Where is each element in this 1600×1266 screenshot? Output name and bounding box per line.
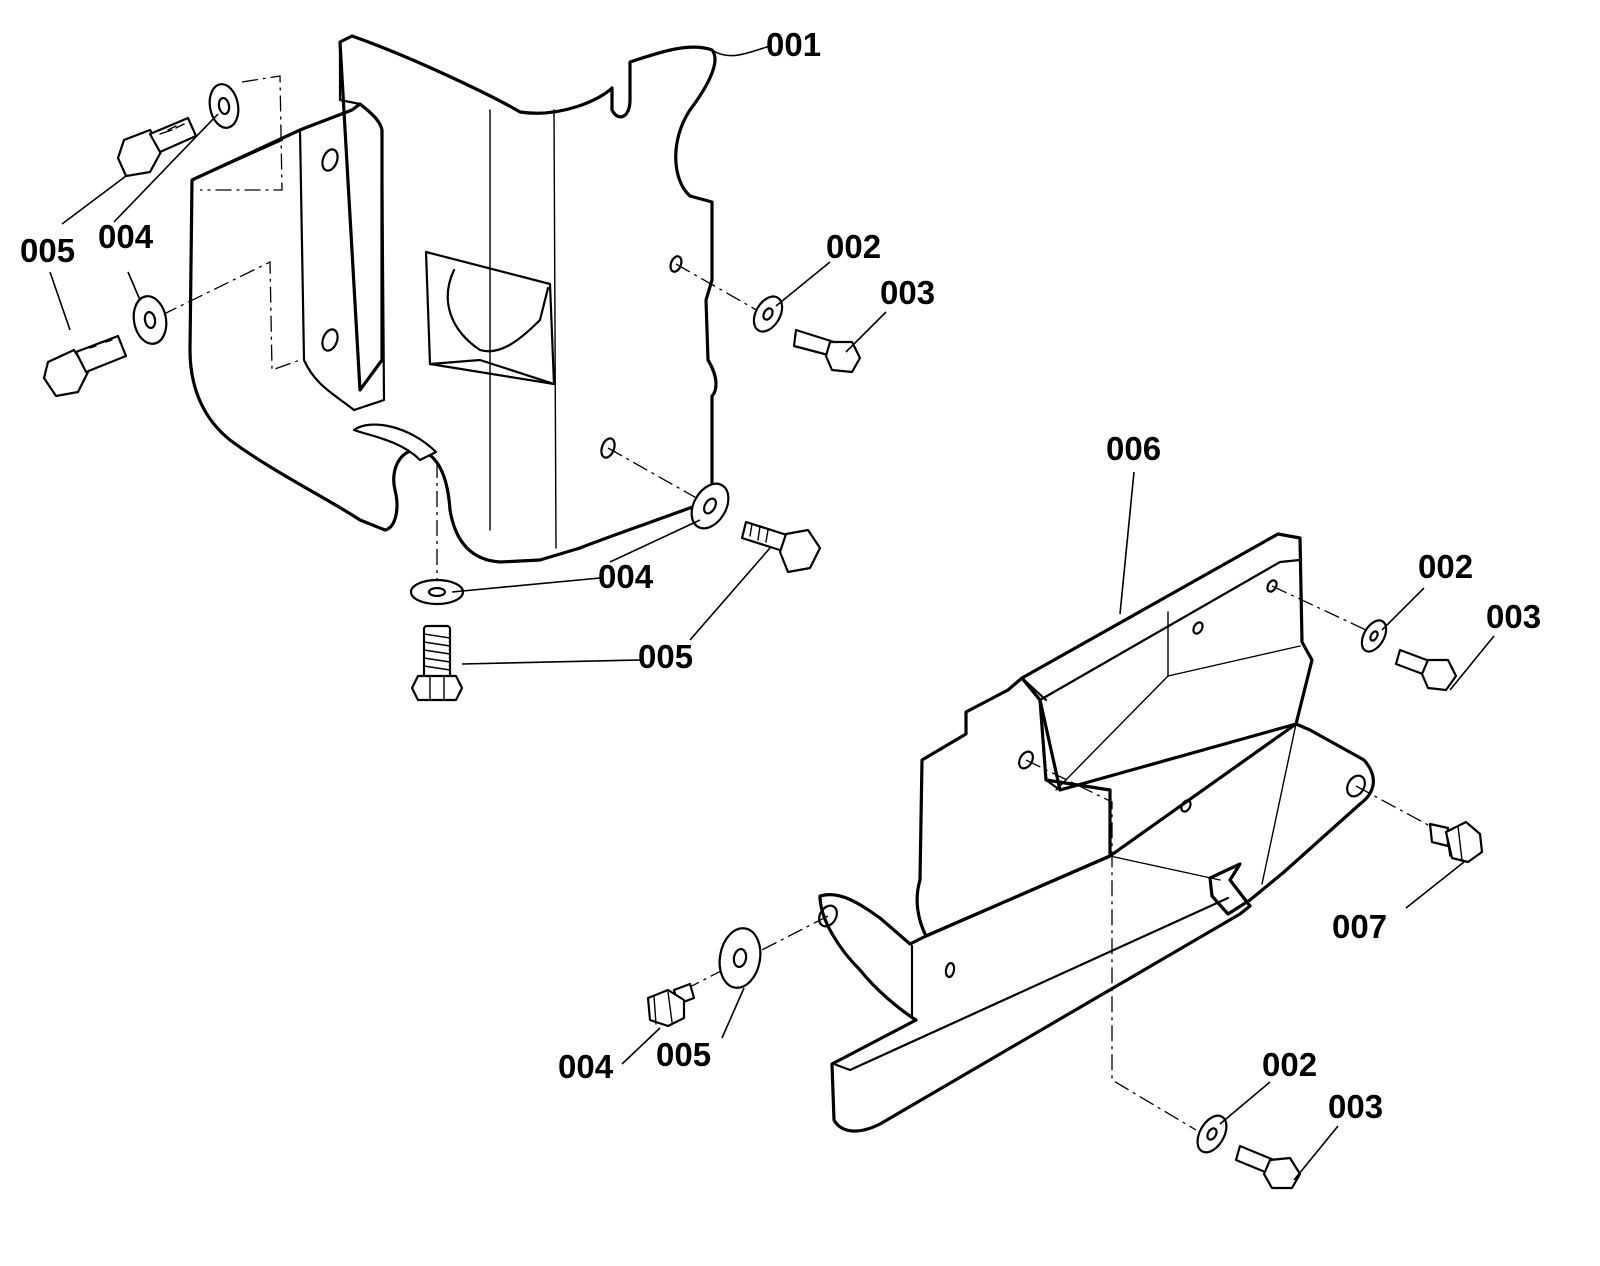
label-005-upper-left: 005 [20,232,75,269]
fastener-bolt-upper-left-icon [116,116,198,178]
label-006: 006 [1106,430,1161,467]
shield-part-001 [188,34,718,564]
fastener-flange-bolt-left-icon [646,982,696,1028]
bracket-part-006 [818,532,1375,1133]
centerlines-part-006 [683,585,1431,1131]
washer-right-top-icon [1360,619,1388,653]
fastener-bolt-bottom-icon [410,624,464,702]
label-002-bottom: 002 [1262,1046,1317,1083]
label-004-bottom: 004 [558,1048,614,1085]
label-003-top: 003 [880,274,935,311]
fastener-bolt-bottom-right-icon [1234,1144,1302,1190]
label-002-top: 002 [826,228,881,265]
label-007: 007 [1332,908,1387,945]
washer-right-lower-icon [690,482,730,530]
leader-lines [49,45,1495,1181]
fastener-bolt-right-upper-icon [792,328,862,374]
label-005-bottom: 005 [656,1036,711,1073]
washer-bottom-right-icon [1196,1114,1228,1154]
label-004-upper-left: 004 [98,218,154,255]
label-002-right: 002 [1418,548,1473,585]
fastener-flange-bolt-right-icon [1428,820,1484,864]
label-001: 001 [766,26,821,63]
fastener-bolt-right-lower-icon [740,520,822,574]
fastener-bolt-right-top-icon [1394,648,1458,692]
label-005-center: 005 [638,638,693,675]
washer-right-upper-icon [752,295,784,333]
centerlines-part-001 [161,75,761,590]
washer-lower-left-icon [132,295,168,345]
washer-bottom-icon [409,578,465,606]
part-labels: 001 002 003 004 005 004 005 006 002 003 … [20,26,1541,1125]
label-003-right: 003 [1486,598,1541,635]
label-003-bottom: 003 [1328,1088,1383,1125]
label-004-center: 004 [598,558,654,595]
fastener-bolt-lower-left-icon [42,334,128,398]
washer-upper-left-icon [208,83,240,129]
washer-left-icon [718,927,762,989]
